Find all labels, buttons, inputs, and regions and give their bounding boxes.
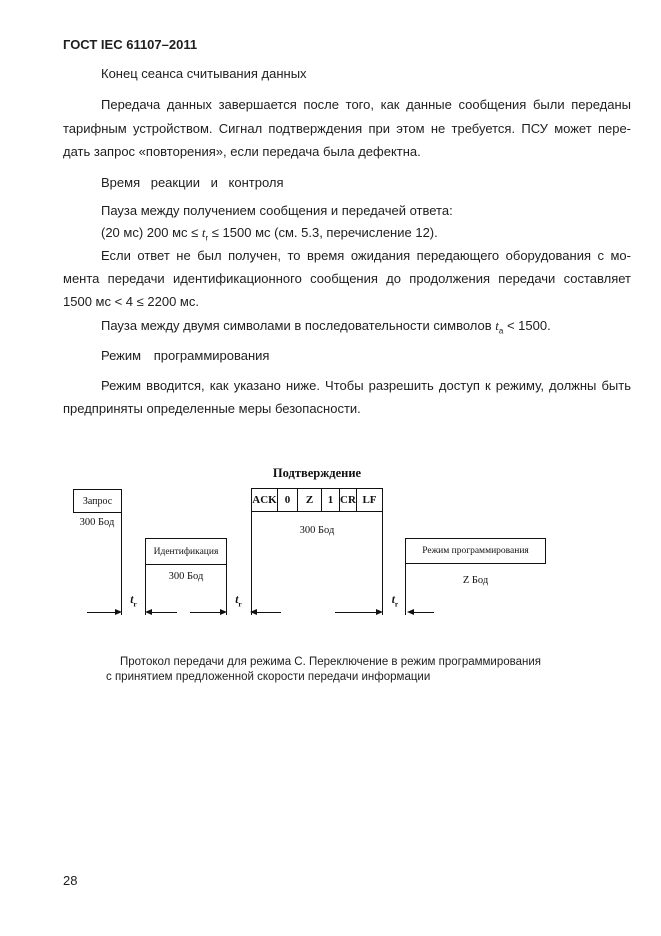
paragraph-line: 1500 мс < 4 ≤ 2200 мс. [63,294,199,309]
dimension-line [151,612,177,613]
paragraph-line: предприняты определенные меры безопаснос… [63,401,361,416]
formula-post: < 1500. [503,318,551,333]
paragraph-line: Пауза между получением сообщения и перед… [101,203,453,218]
ack-frame: ACK 0 Z 1 CR LF [251,488,383,512]
tr-variable: t [130,594,134,606]
dimension-line [256,612,281,613]
formula-subscript: r [205,233,209,243]
ack-frame-cell: 0 [278,489,298,511]
tr-interval-label: tr [383,594,407,608]
tr-interval-label: tr [122,594,145,608]
ack-left-edge-line [251,511,252,615]
programming-mode-box: Режим программирования [405,538,546,564]
request-label: Запрос [82,495,113,507]
formula-pre: (20 мс) 200 мс ≤ [101,225,202,240]
arrow-left-icon [145,609,152,615]
formula-variable: t [201,225,206,240]
ack-baud-label: 300 Бод [299,525,335,536]
identification-baud-label: 300 Бод [168,571,204,582]
section-title-programming-mode: Режим программирования [101,348,270,363]
ack-frame-cell: 1 [322,489,340,511]
formula-pre: Пауза между двумя символами в последоват… [101,318,496,333]
ack-frame-cell: Z [298,489,322,511]
figure-caption: Протокол передачи для режима C. Переключ… [106,655,596,685]
arrow-left-icon [407,609,414,615]
ack-frame-cell: ACK [252,489,278,511]
paragraph-line: мента передачи идентификационного сообще… [63,271,631,286]
identification-left-edge-line [145,564,146,615]
page-number: 28 [63,873,78,888]
ack-frame-cell: CR [340,489,357,511]
ack-right-edge-line [382,511,383,615]
timing-diagram: Подтверждение Запрос 300 Бод Идентификац… [0,455,661,655]
identification-right-edge-line [226,564,227,615]
dimension-line [87,612,116,613]
programming-mode-label: Режим программирования [422,546,529,556]
figure-title-acknowledgement: Подтверждение [272,466,362,480]
paragraph-line: Передача данных завершается после того, … [101,97,631,112]
paragraph-line: дать запрос «повторения», если передача … [63,144,421,159]
request-falling-edge-line [121,512,122,615]
identification-box: Идентификация [145,538,227,565]
section-title-reaction-time: Время реакции и контроля [101,175,284,190]
request-box: Запрос [73,489,122,513]
figure-caption-line: с принятием предложенной скорости переда… [106,671,431,683]
arrow-left-icon [250,609,257,615]
tr-interval-label: tr [227,594,250,608]
tr-variable: t [235,594,239,606]
paragraph-line: Режим вводится, как указано ниже. Чтобы … [101,378,631,393]
dimension-line [190,612,221,613]
tr-subscript: r [238,599,242,609]
arrow-right-icon [115,609,122,615]
tr-subscript: r [133,599,137,609]
paragraph-line: Если ответ не был получен, то время ожид… [101,248,631,263]
figure-caption-line: Протокол передачи для режима C. Переключ… [120,656,542,668]
section-title-end-of-session: Конец сеанса считывания данных [101,66,307,81]
ack-frame-cell: LF [362,494,377,506]
timing-formula-line: (20 мс) 200 мс ≤ tr ≤ 1500 мс (см. 5.3, … [63,225,631,247]
programming-baud-label: Z Бод [462,575,489,586]
document-header-title: ГОСТ IEC 61107–2011 [63,37,198,52]
pause-formula-line: Пауза между двумя символами в последоват… [63,318,631,340]
dimension-line [335,612,377,613]
paragraph-line: тарифным устройством. Сигнал подтвержден… [63,121,631,136]
dimension-line [413,612,434,613]
tr-variable: t [391,594,395,606]
tr-subscript: r [394,599,399,609]
formula-post: ≤ 1500 мс (см. 5.3, перечисление 12). [208,225,438,240]
formula-variable: t [495,318,499,333]
arrow-right-icon [376,609,383,615]
formula-subscript: a [498,326,504,336]
programming-left-edge-line [405,563,406,615]
identification-label: Идентификация [153,546,219,557]
request-baud-label: 300 Бод [79,517,115,528]
arrow-right-icon [220,609,227,615]
